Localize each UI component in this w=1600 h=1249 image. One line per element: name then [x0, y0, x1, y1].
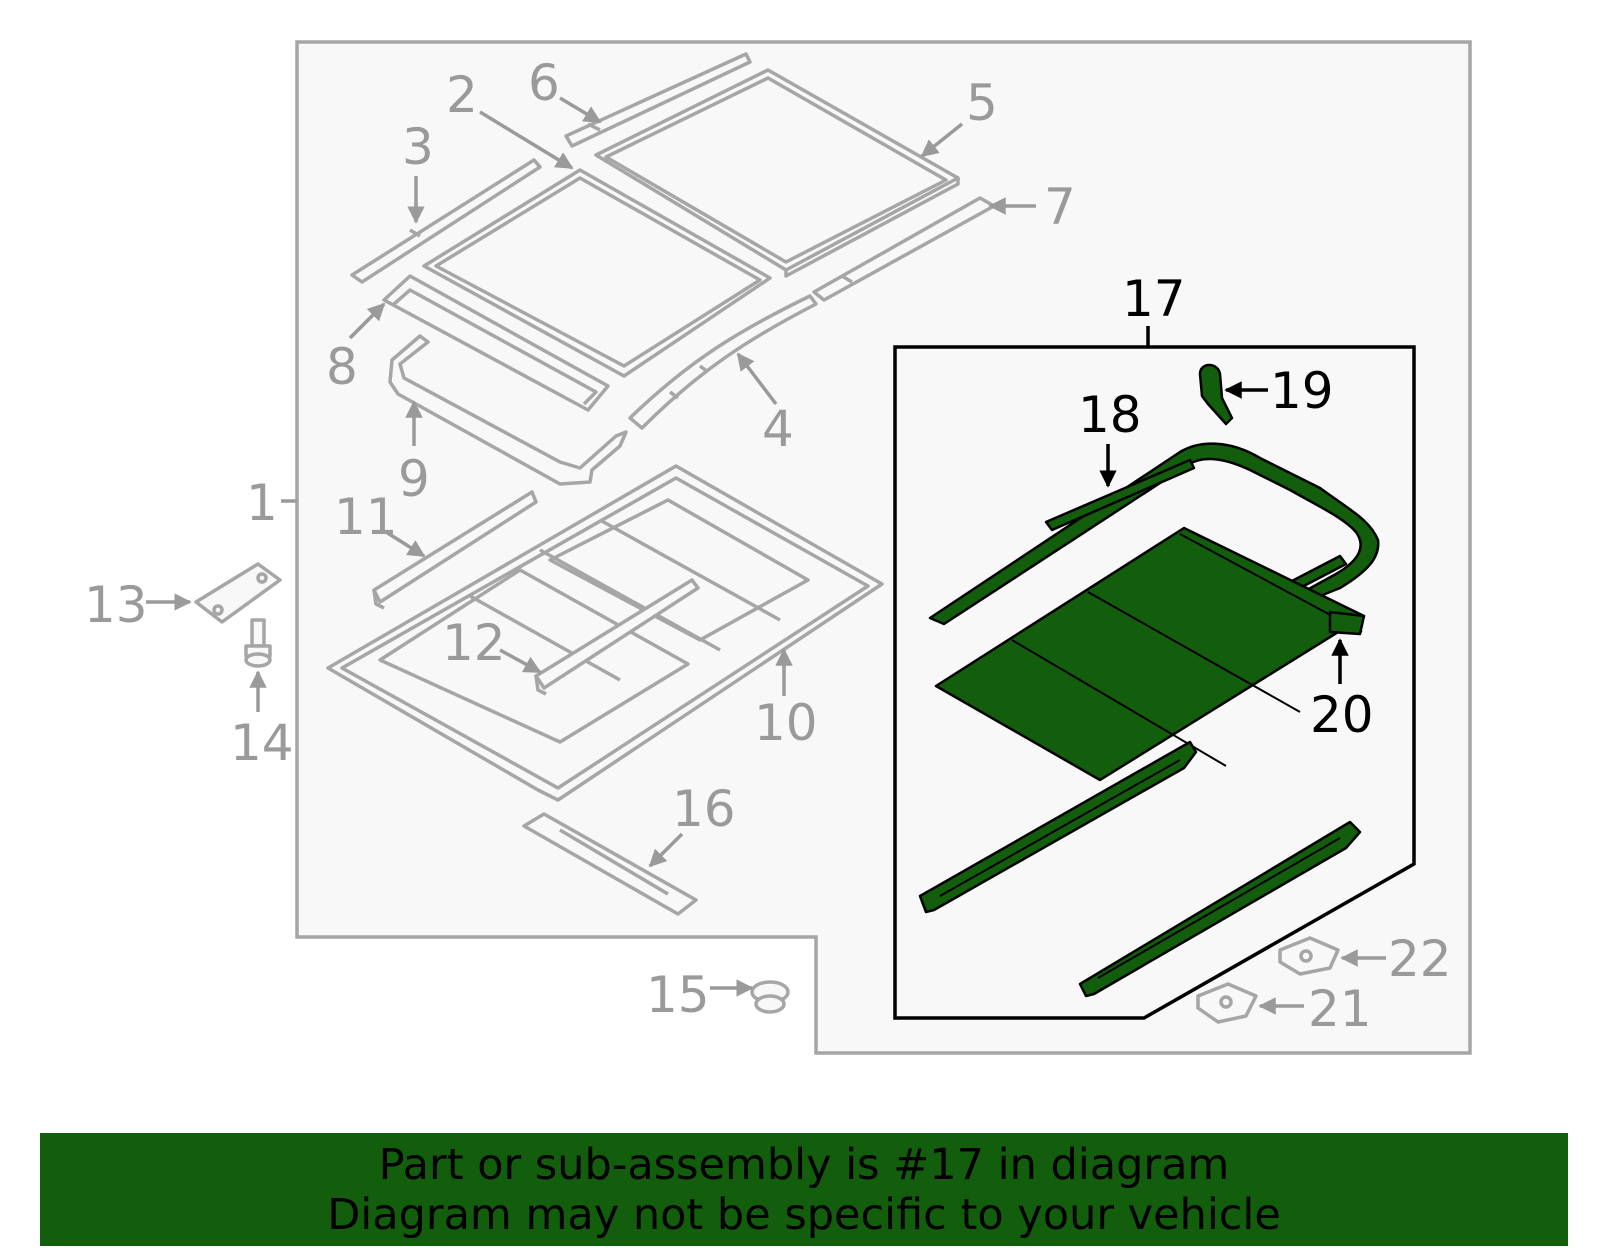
bracket-22 [1278, 936, 1340, 976]
callout-17: 17 [1122, 270, 1186, 328]
callout-11: 11 [334, 488, 398, 546]
callout-13: 13 [84, 576, 148, 634]
leader-lines [146, 96, 1386, 1015]
front-glass-panel [422, 168, 772, 378]
bracket-21 [1196, 982, 1258, 1024]
center-cross-bar [534, 578, 700, 696]
left-deflector [350, 158, 542, 284]
callout-19: 19 [1270, 362, 1334, 420]
callout-9: 9 [398, 450, 430, 508]
callout-15: 15 [646, 966, 710, 1024]
callout-20: 20 [1310, 686, 1374, 744]
drip-frame [388, 334, 628, 486]
bracket-13 [194, 562, 282, 624]
callout-5: 5 [966, 74, 998, 132]
left-cross-member [372, 490, 538, 610]
callout-12: 12 [442, 614, 506, 672]
callout-2: 2 [446, 66, 478, 124]
callout-22: 22 [1388, 930, 1452, 988]
clip-15 [750, 980, 790, 1014]
callout-21: 21 [1308, 980, 1372, 1038]
callout-4: 4 [762, 400, 794, 458]
callout-16: 16 [672, 780, 736, 838]
glass-seal [382, 274, 610, 412]
banner-line-1: Part or sub-assembly is #17 in diagram [378, 1139, 1230, 1190]
callout-7: 7 [1044, 178, 1076, 236]
rear-glass-panel [594, 68, 960, 278]
callout-14: 14 [230, 714, 294, 772]
callout-18: 18 [1078, 386, 1142, 444]
banner-line-2: Diagram may not be specific to your vehi… [327, 1189, 1281, 1240]
front-rail [564, 52, 752, 148]
rear-curved-rail [628, 294, 818, 430]
callout-1: 1 [246, 474, 278, 532]
rear-cross-member [522, 812, 698, 916]
callout-6: 6 [528, 54, 560, 112]
bolt-14 [244, 618, 272, 668]
sunshade-assembly [918, 363, 1380, 998]
callout-10: 10 [754, 694, 818, 752]
callout-8: 8 [326, 338, 358, 396]
info-banner: Part or sub-assembly is #17 in diagram D… [40, 1133, 1568, 1246]
callout-3: 3 [402, 118, 434, 176]
